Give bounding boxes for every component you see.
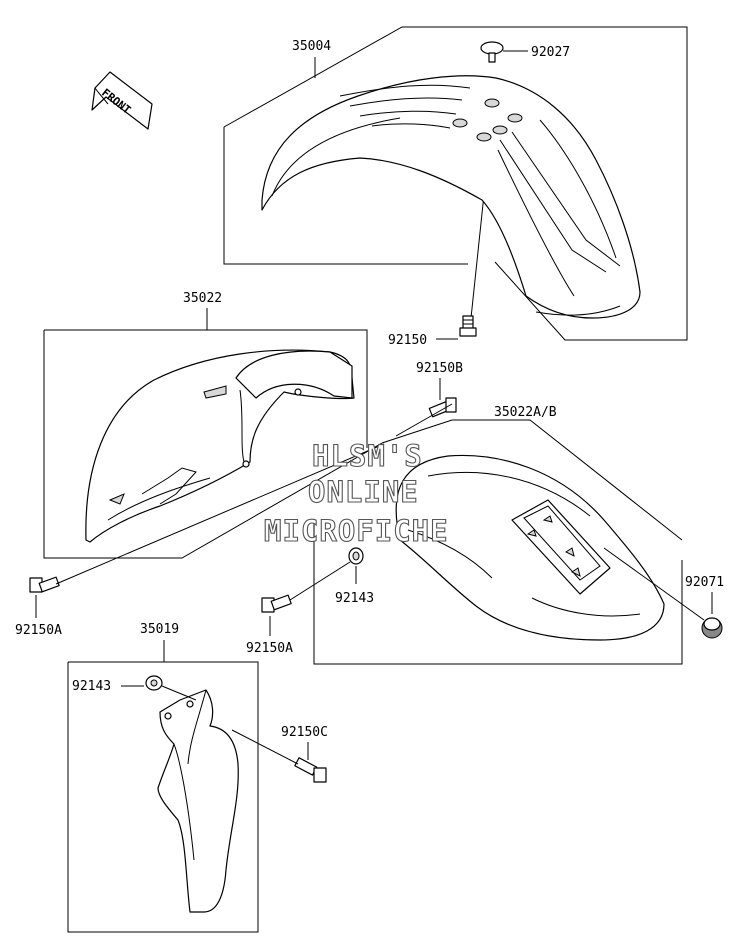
part-number-92071: 92071 — [685, 575, 724, 590]
watermark-line-2: ONLINE — [308, 475, 419, 509]
part-number-92027: 92027 — [531, 45, 570, 60]
watermark-line-3: MICROFICHE — [264, 514, 449, 548]
mount-hole — [507, 113, 523, 123]
washer-icon — [145, 675, 163, 691]
part-number-35004: 35004 — [292, 39, 331, 54]
washer-icon — [348, 547, 364, 565]
bolt-icon — [29, 576, 60, 593]
mount-hole — [452, 118, 468, 128]
leader-lines — [55, 403, 705, 765]
bolt-icon — [459, 315, 477, 337]
part-number-92143-guard: 92143 — [72, 679, 111, 694]
rear-fender-shape — [395, 454, 665, 641]
mount-hole — [484, 98, 500, 108]
guard-shape — [157, 689, 239, 913]
front-arrow-icon: FRONT — [91, 71, 153, 130]
part-number-35019: 35019 — [140, 622, 179, 637]
part-number-92150c: 92150C — [281, 725, 328, 740]
guard-group: 35019 92143 92150C — [67, 622, 328, 933]
part-number-92150b: 92150B — [416, 361, 463, 376]
watermark: HLSM'S ONLINE MICROFICHE — [263, 438, 449, 548]
watermark-line-1: HLSM'S — [312, 439, 423, 473]
mount-hole — [492, 125, 508, 135]
mount-hole — [476, 132, 492, 142]
bolt-icon — [261, 594, 292, 613]
bolt-icon — [428, 397, 457, 418]
front-fender-shape — [261, 75, 641, 319]
rear-flap-group: 35022 92150A — [15, 291, 383, 638]
part-number-35022: 35022 — [183, 291, 222, 306]
flat-screw-icon — [480, 41, 504, 63]
part-number-35022ab: 35022A/B — [494, 405, 557, 420]
part-number-92143-mid: 92143 — [335, 591, 374, 606]
rear-flap-shape — [85, 349, 355, 543]
bolt-icon — [294, 757, 327, 783]
grommet-icon — [701, 617, 723, 639]
rear-fender-group: 92150B 35022A/B 92071 92143 92150A — [246, 361, 724, 665]
part-number-92150: 92150 — [388, 333, 427, 348]
part-number-92150a-left: 92150A — [15, 623, 62, 638]
part-number-92150a-mid: 92150A — [246, 641, 293, 656]
front-fender-group: 35004 92027 92150 — [223, 26, 688, 348]
